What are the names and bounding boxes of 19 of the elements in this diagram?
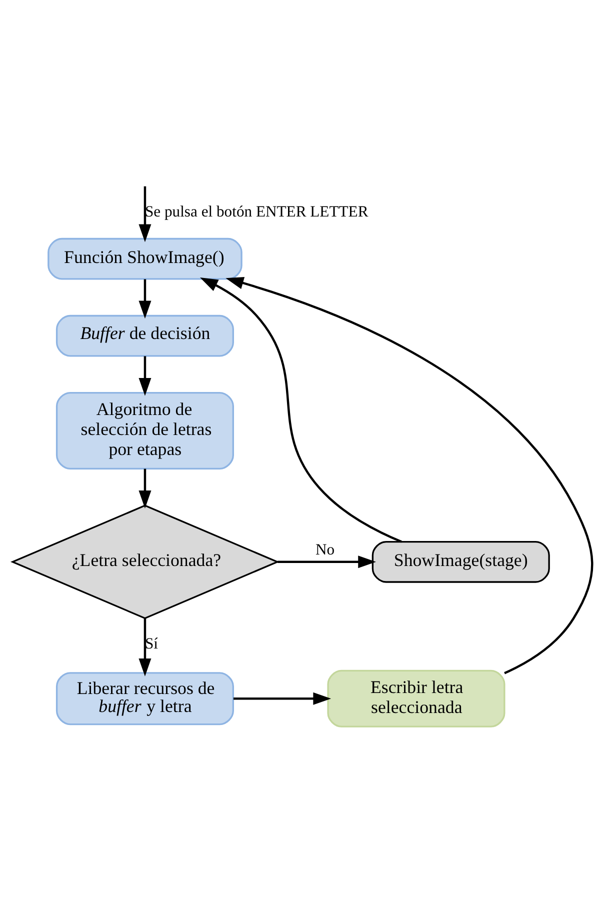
node-box: Liberar recursos de buffer y letra — [56, 672, 234, 726]
node-box: ShowImage(stage) — [372, 540, 550, 583]
arrow — [138, 468, 152, 508]
node-box: Buffer de decisión — [56, 314, 234, 357]
node-box: Función ShowImage() — [48, 238, 242, 280]
arrow — [138, 186, 152, 242]
edge-label: Sí — [144, 636, 158, 653]
node-diamond: ¿Letra seleccionada? — [10, 504, 280, 620]
arrow — [226, 276, 594, 674]
arrow — [138, 356, 152, 396]
edge-label: Se pulsa el botón ENTER LETTER — [144, 204, 368, 221]
edge-label: No — [316, 541, 335, 558]
arrow — [200, 278, 402, 543]
arrow — [138, 279, 152, 319]
arrow — [233, 692, 332, 705]
arrow — [278, 556, 376, 568]
node-box: Escribir letra seleccionada — [327, 670, 506, 728]
node-box: Algoritmo de selección de letras por etapas — [56, 392, 234, 470]
arrow — [138, 618, 152, 676]
